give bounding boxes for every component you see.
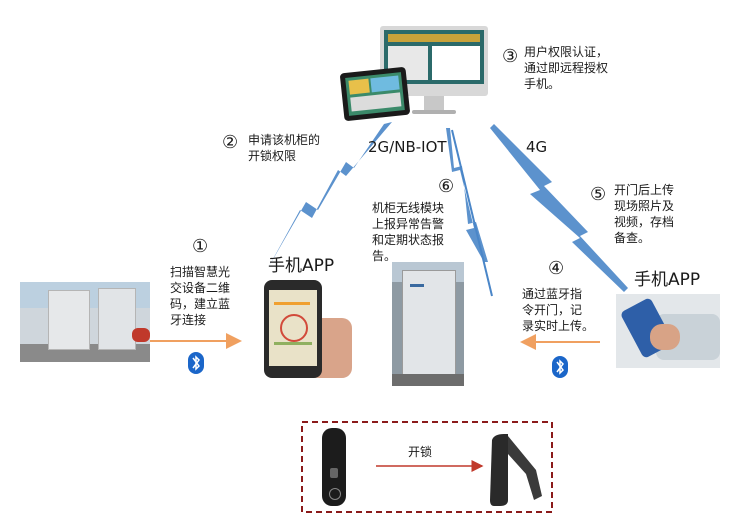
step-4-line: 令开门，记 [522,303,583,317]
step-5-text: 开门后上传 现场照片及 视频，存档 备查。 [614,182,674,246]
cabinet-photo-left [20,282,150,362]
uplink-line [451,129,493,297]
step-3-text: 用户权限认证， 通过即远程授权 手机。 [524,44,608,92]
link-label-2g-nbiot: 2G/NB-IOT [368,138,447,156]
wireless-link-right [490,124,628,292]
step-6-text: 机柜无线模块 上报异常告警 和定期状态报 告。 [372,200,444,264]
step-1-line: 牙连接 [170,313,207,327]
server-tablet [339,66,411,122]
lock-panel-frame [301,421,553,513]
wireless-link-cabinet [446,128,488,262]
step-5-line: 现场照片及 [614,199,675,213]
left-phone-app-label: 手机APP [268,256,335,276]
step-4-number: ④ [548,258,565,279]
step-6-line: 和定期状态报 [372,233,445,247]
step-5-line: 视频，存档 [614,215,675,229]
step-2-line: 开锁权限 [248,149,297,163]
step-6-line: 机柜无线模块 [372,201,445,215]
step-4-line: 录实时上传。 [522,319,595,333]
step-1-number: ① [192,236,209,257]
step-2-line: 申请该机柜的 [248,133,321,147]
step-1-text: 扫描智慧光 交设备二维 码，建立蓝 牙连接 [170,264,230,328]
step-6-line: 告。 [372,249,397,263]
step-4-text: 通过蓝牙指 令开门，记 录实时上传。 [522,286,594,334]
cabinet-photo-center [392,262,464,386]
step-5-line: 备查。 [614,231,651,245]
step-3-line: 用户权限认证， [524,45,609,59]
left-phone-image [240,278,352,382]
step-5-line: 开门后上传 [614,183,675,197]
link-label-4g: 4G [526,138,548,156]
step-6-number: ⑥ [438,176,455,197]
step-1-line: 交设备二维 [170,281,231,295]
step-4-line: 通过蓝牙指 [522,287,583,301]
step-5-number: ⑤ [590,184,607,205]
unlock-label: 开锁 [408,445,433,459]
step-3-number: ③ [502,46,519,67]
step-6-line: 上报异常告警 [372,217,445,231]
bluetooth-icon [188,352,204,374]
right-phone-app-label: 手机APP [634,270,701,290]
step-1-line: 扫描智慧光 [170,265,231,279]
step-1-line: 码，建立蓝 [170,297,231,311]
right-phone-image [616,294,720,368]
step-3-line: 手机。 [524,77,561,91]
lock-handle-closed [322,428,346,506]
step-2-text: 申请该机柜的 开锁权限 [248,132,320,164]
lock-handle-open [486,430,546,508]
step-3-line: 通过即远程授权 [524,61,609,75]
bluetooth-icon [552,356,568,378]
step-2-number: ② [222,132,239,153]
